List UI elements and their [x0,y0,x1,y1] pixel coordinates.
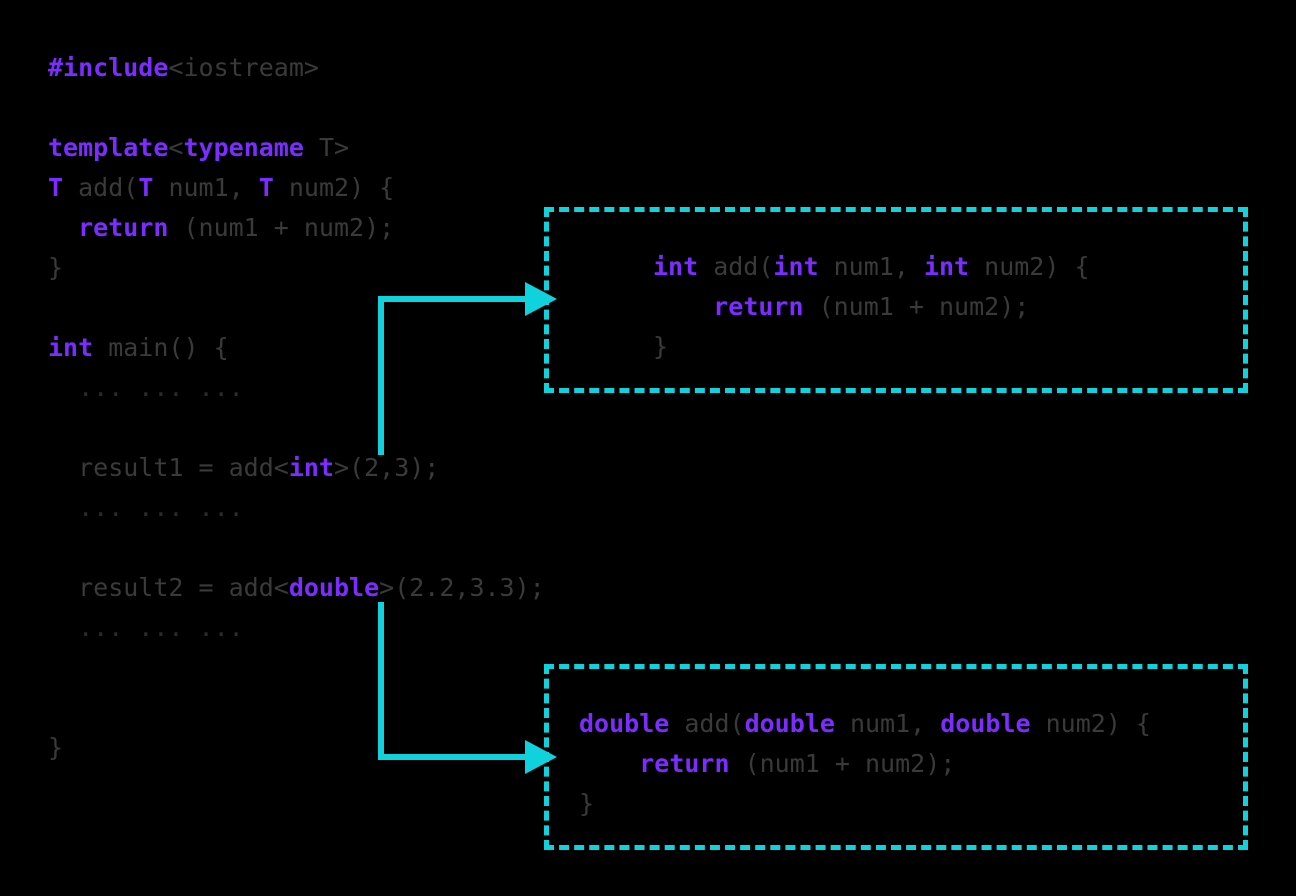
code-token-kw: T [258,173,274,202]
code-line: template<typename T> [48,128,545,168]
code-token-pln: } [48,253,64,282]
code-line: int main() { [48,328,545,368]
code-token-pln: result2 = add< [48,573,289,602]
instantiation-box-double: double add(double num1, double num2) { r… [544,664,1248,850]
code-line [48,528,545,568]
code-token-pln: (num1 + num2); [729,749,956,778]
code-token-kw: template [48,133,169,162]
code-token-pln: } [48,733,64,762]
code-token-pln: } [653,332,669,361]
code-token-kw: int [48,333,94,362]
instantiation-code-int: int add(int num1, int num2) { return (nu… [653,247,1090,367]
code-line: } [653,327,1090,367]
code-token-pln: <iostream> [168,53,319,82]
code-line [48,408,545,448]
instantiation-code-double: double add(double num1, double num2) { r… [579,704,1151,824]
code-line: ... ... ... [48,368,545,408]
code-line: return (num1 + num2); [48,208,545,248]
code-line: } [48,728,545,768]
code-token-pln: num1, [834,709,941,738]
code-token-kw: return [78,213,169,242]
code-token-pln: num1, [818,252,924,281]
code-line: result1 = add<int>(2,3); [48,448,545,488]
code-token-kw: typename [183,133,304,162]
code-token-pln: add( [698,252,774,281]
code-token-kw: double [579,709,670,738]
code-token-pln: num2) { [1030,709,1151,738]
code-token-kw: T [48,173,64,202]
code-token-pln: >(2.2,3.3); [379,573,545,602]
code-token-kw: T [138,173,154,202]
code-line: double add(double num1, double num2) { [579,704,1151,744]
code-line [48,288,545,328]
code-line [48,688,545,728]
code-line: int add(int num1, int num2) { [653,247,1090,287]
source-code-block: #include<iostream> template<typename T>T… [48,48,545,768]
code-token-pln: num2) { [273,173,395,202]
code-line: } [579,784,1151,824]
code-token-pln: num1, [153,173,259,202]
code-line: } [48,248,545,288]
code-token-pln: num2) { [969,252,1090,281]
code-token-dots: ... ... ... [48,373,244,402]
code-token-pln [653,292,713,321]
code-token-kw: return [639,749,730,778]
code-token-kw: int [923,252,970,281]
code-token-kw: int [773,252,819,281]
code-line: ... ... ... [48,488,545,528]
code-line: ... ... ... [48,608,545,648]
code-token-pln: < [168,133,184,162]
code-token-pln: T> [303,133,350,162]
code-token-kw: double [940,709,1031,738]
code-line: result2 = add<double>(2.2,3.3); [48,568,545,608]
code-token-pln: >(2,3); [333,453,440,482]
code-token-pln: } [579,789,595,818]
code-line: return (num1 + num2); [579,744,1151,784]
code-token-kw: int [653,252,699,281]
code-token-kw: #include [48,53,169,82]
code-token-kw: int [288,453,334,482]
code-token-dots: ... ... ... [48,493,244,522]
code-token-pln: add( [63,173,139,202]
code-token-pln [579,749,639,778]
code-token-pln [48,213,78,242]
code-token-kw: double [744,709,835,738]
code-line [48,648,545,688]
code-line: #include<iostream> [48,48,545,88]
code-line [48,88,545,128]
code-token-pln: result1 = add< [48,453,289,482]
code-token-pln: add( [669,709,745,738]
code-token-kw: return [713,292,804,321]
code-line: T add(T num1, T num2) { [48,168,545,208]
instantiation-box-int: int add(int num1, int num2) { return (nu… [544,207,1248,393]
code-token-pln: (num1 + num2); [803,292,1030,321]
code-token-pln: (num1 + num2); [168,213,395,242]
code-token-dots: ... ... ... [48,613,244,642]
code-token-pln: main() { [93,333,229,362]
code-line: return (num1 + num2); [653,287,1090,327]
code-token-kw: double [288,573,380,602]
